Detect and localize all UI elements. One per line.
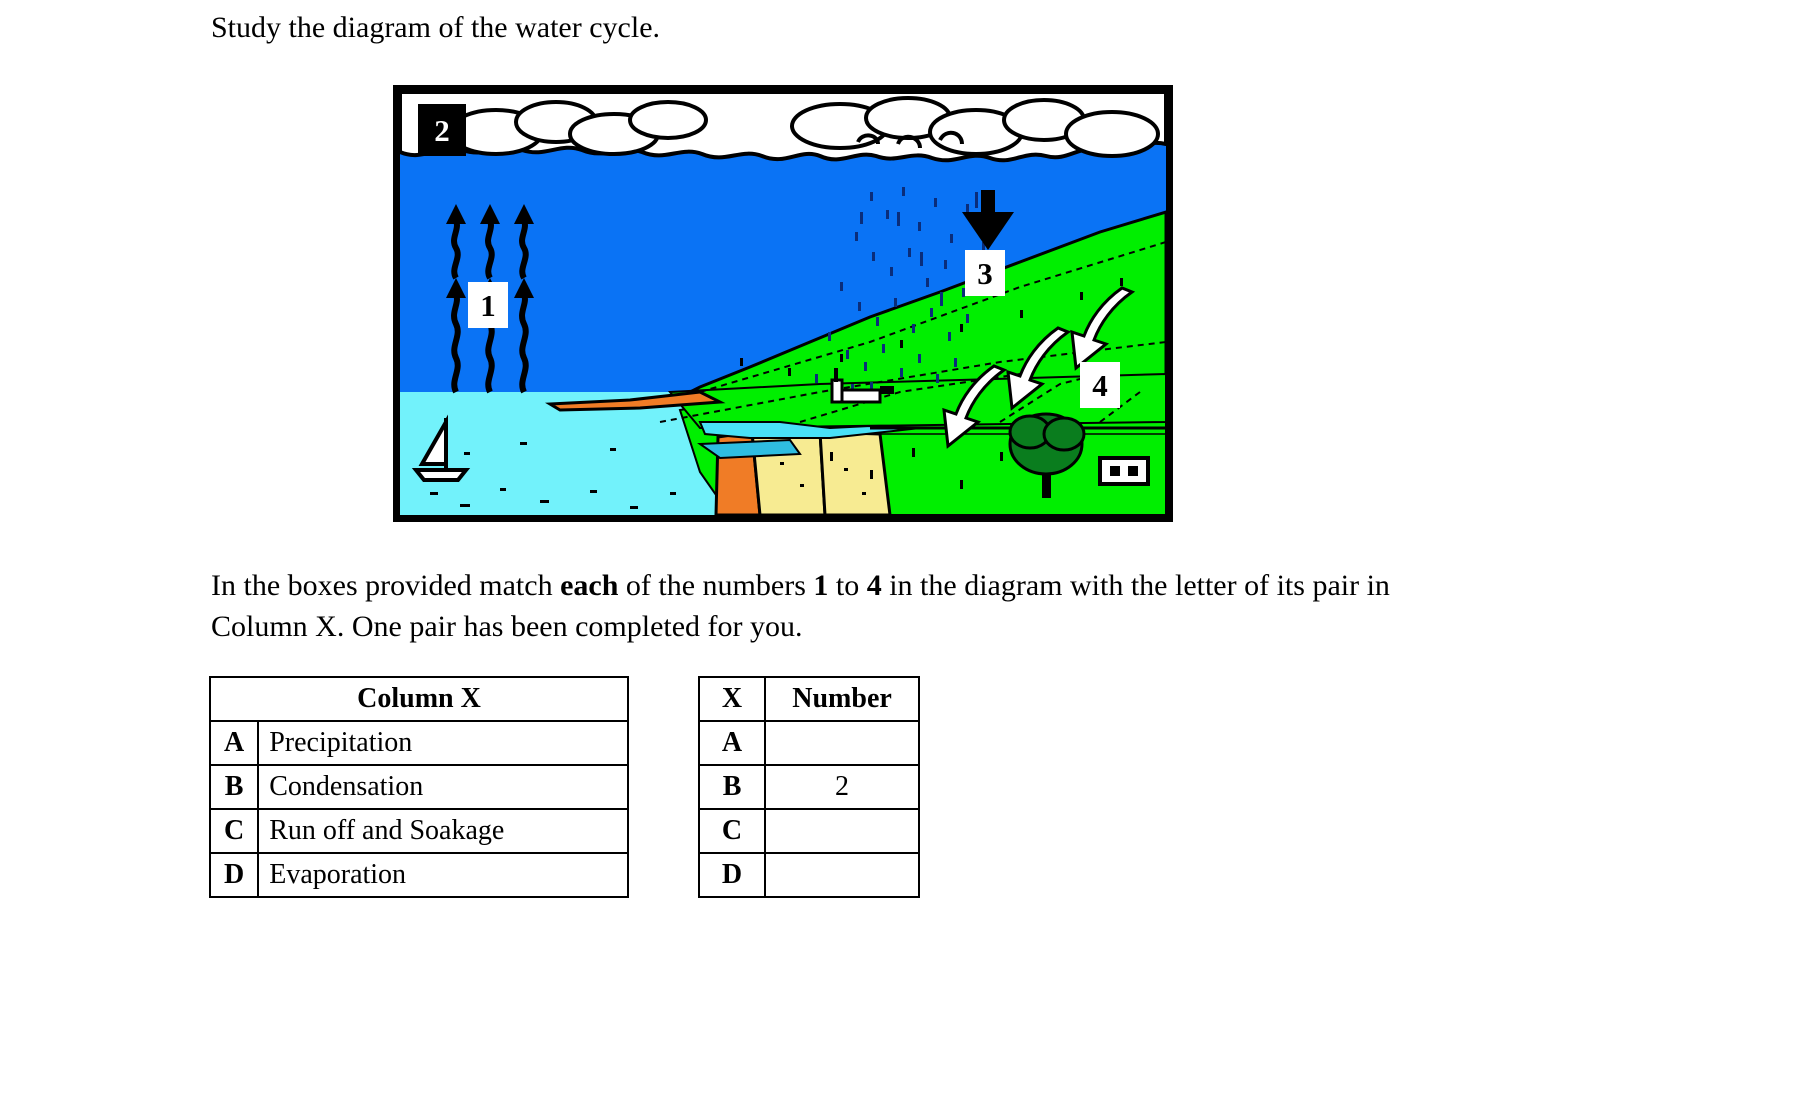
answer-input-a[interactable] [764,720,920,766]
instruction-part-2: of the numbers [618,569,814,602]
instruction-part-3: to [828,569,867,602]
instruction-bold-four: 4 [866,569,882,602]
instruction-bold-one: 1 [813,569,829,602]
answer-row: A [697,720,920,766]
field-lines [659,241,1166,423]
row-desc-a: Precipitation [257,720,629,766]
answer-row: C [697,808,920,854]
answer-header-x: X [697,676,767,722]
runoff-arrows [942,286,1136,449]
answer-header-row: X Number [697,676,920,722]
row-letter-b: B [208,764,260,810]
cloud-curls [856,130,964,149]
instruction-part-4: in the diagram with the letter of its pa… [211,569,1390,643]
rain-dots [815,187,993,393]
row-letter-d: D [208,852,260,898]
cloud-puffs [448,96,1160,158]
diagram-label-2: 2 [418,104,466,156]
table-row: B Condensation [208,764,629,810]
sand-texture [780,462,866,495]
diagram-label-3: 3 [965,250,1005,296]
instruction-paragraph: In the boxes provided match each of the … [211,565,1451,647]
answer-row: D [697,852,920,898]
instruction-part-1: In the boxes provided match [211,569,561,602]
row-desc-c: Run off and Soakage [257,808,629,854]
column-x-table: Column X A Precipitation B Condensation … [208,676,629,898]
column-x-header: Column X [209,676,629,722]
table-row: C Run off and Soakage [208,808,629,854]
table-header-row: Column X [209,676,629,722]
diagram-label-1: 1 [468,282,508,328]
diagram-canvas: 2 1 3 4 [400,92,1166,515]
answer-row: B 2 [697,764,920,810]
precipitation-arrow [962,190,1014,250]
answer-letter-a: A [697,720,767,766]
sea-fill-lower [400,404,730,515]
sailboat [411,414,471,482]
row-desc-d: Evaporation [257,852,629,898]
table-row: D Evaporation [208,852,629,898]
answer-table: X Number A B 2 C D [697,676,920,898]
sea-texture [430,442,676,509]
answer-letter-b: B [697,764,767,810]
table-row: A Precipitation [208,720,629,766]
page-title: Study the diagram of the water cycle. [211,11,661,44]
instruction-bold-each: each [560,569,619,602]
answer-letter-d: D [697,852,767,898]
shoreline-clay [544,390,726,412]
sand-strip-2 [818,430,892,515]
answer-input-c[interactable] [764,808,920,854]
river-channel [697,438,802,460]
diagram-label-4: 4 [1080,362,1120,408]
answer-input-d[interactable] [764,852,920,898]
water-cycle-diagram: 2 1 3 4 [393,85,1173,522]
scene-illustration [400,92,1166,515]
answer-letter-c: C [697,808,767,854]
answer-header-number: Number [764,676,920,722]
row-letter-a: A [208,720,260,766]
farm-building [830,368,894,404]
row-letter-c: C [208,808,260,854]
evaporation-arrows [451,218,529,394]
row-desc-b: Condensation [257,764,629,810]
house [1098,456,1150,486]
answer-input-b[interactable]: 2 [764,764,920,810]
tree [1008,412,1086,498]
grass-texture [740,278,1123,489]
